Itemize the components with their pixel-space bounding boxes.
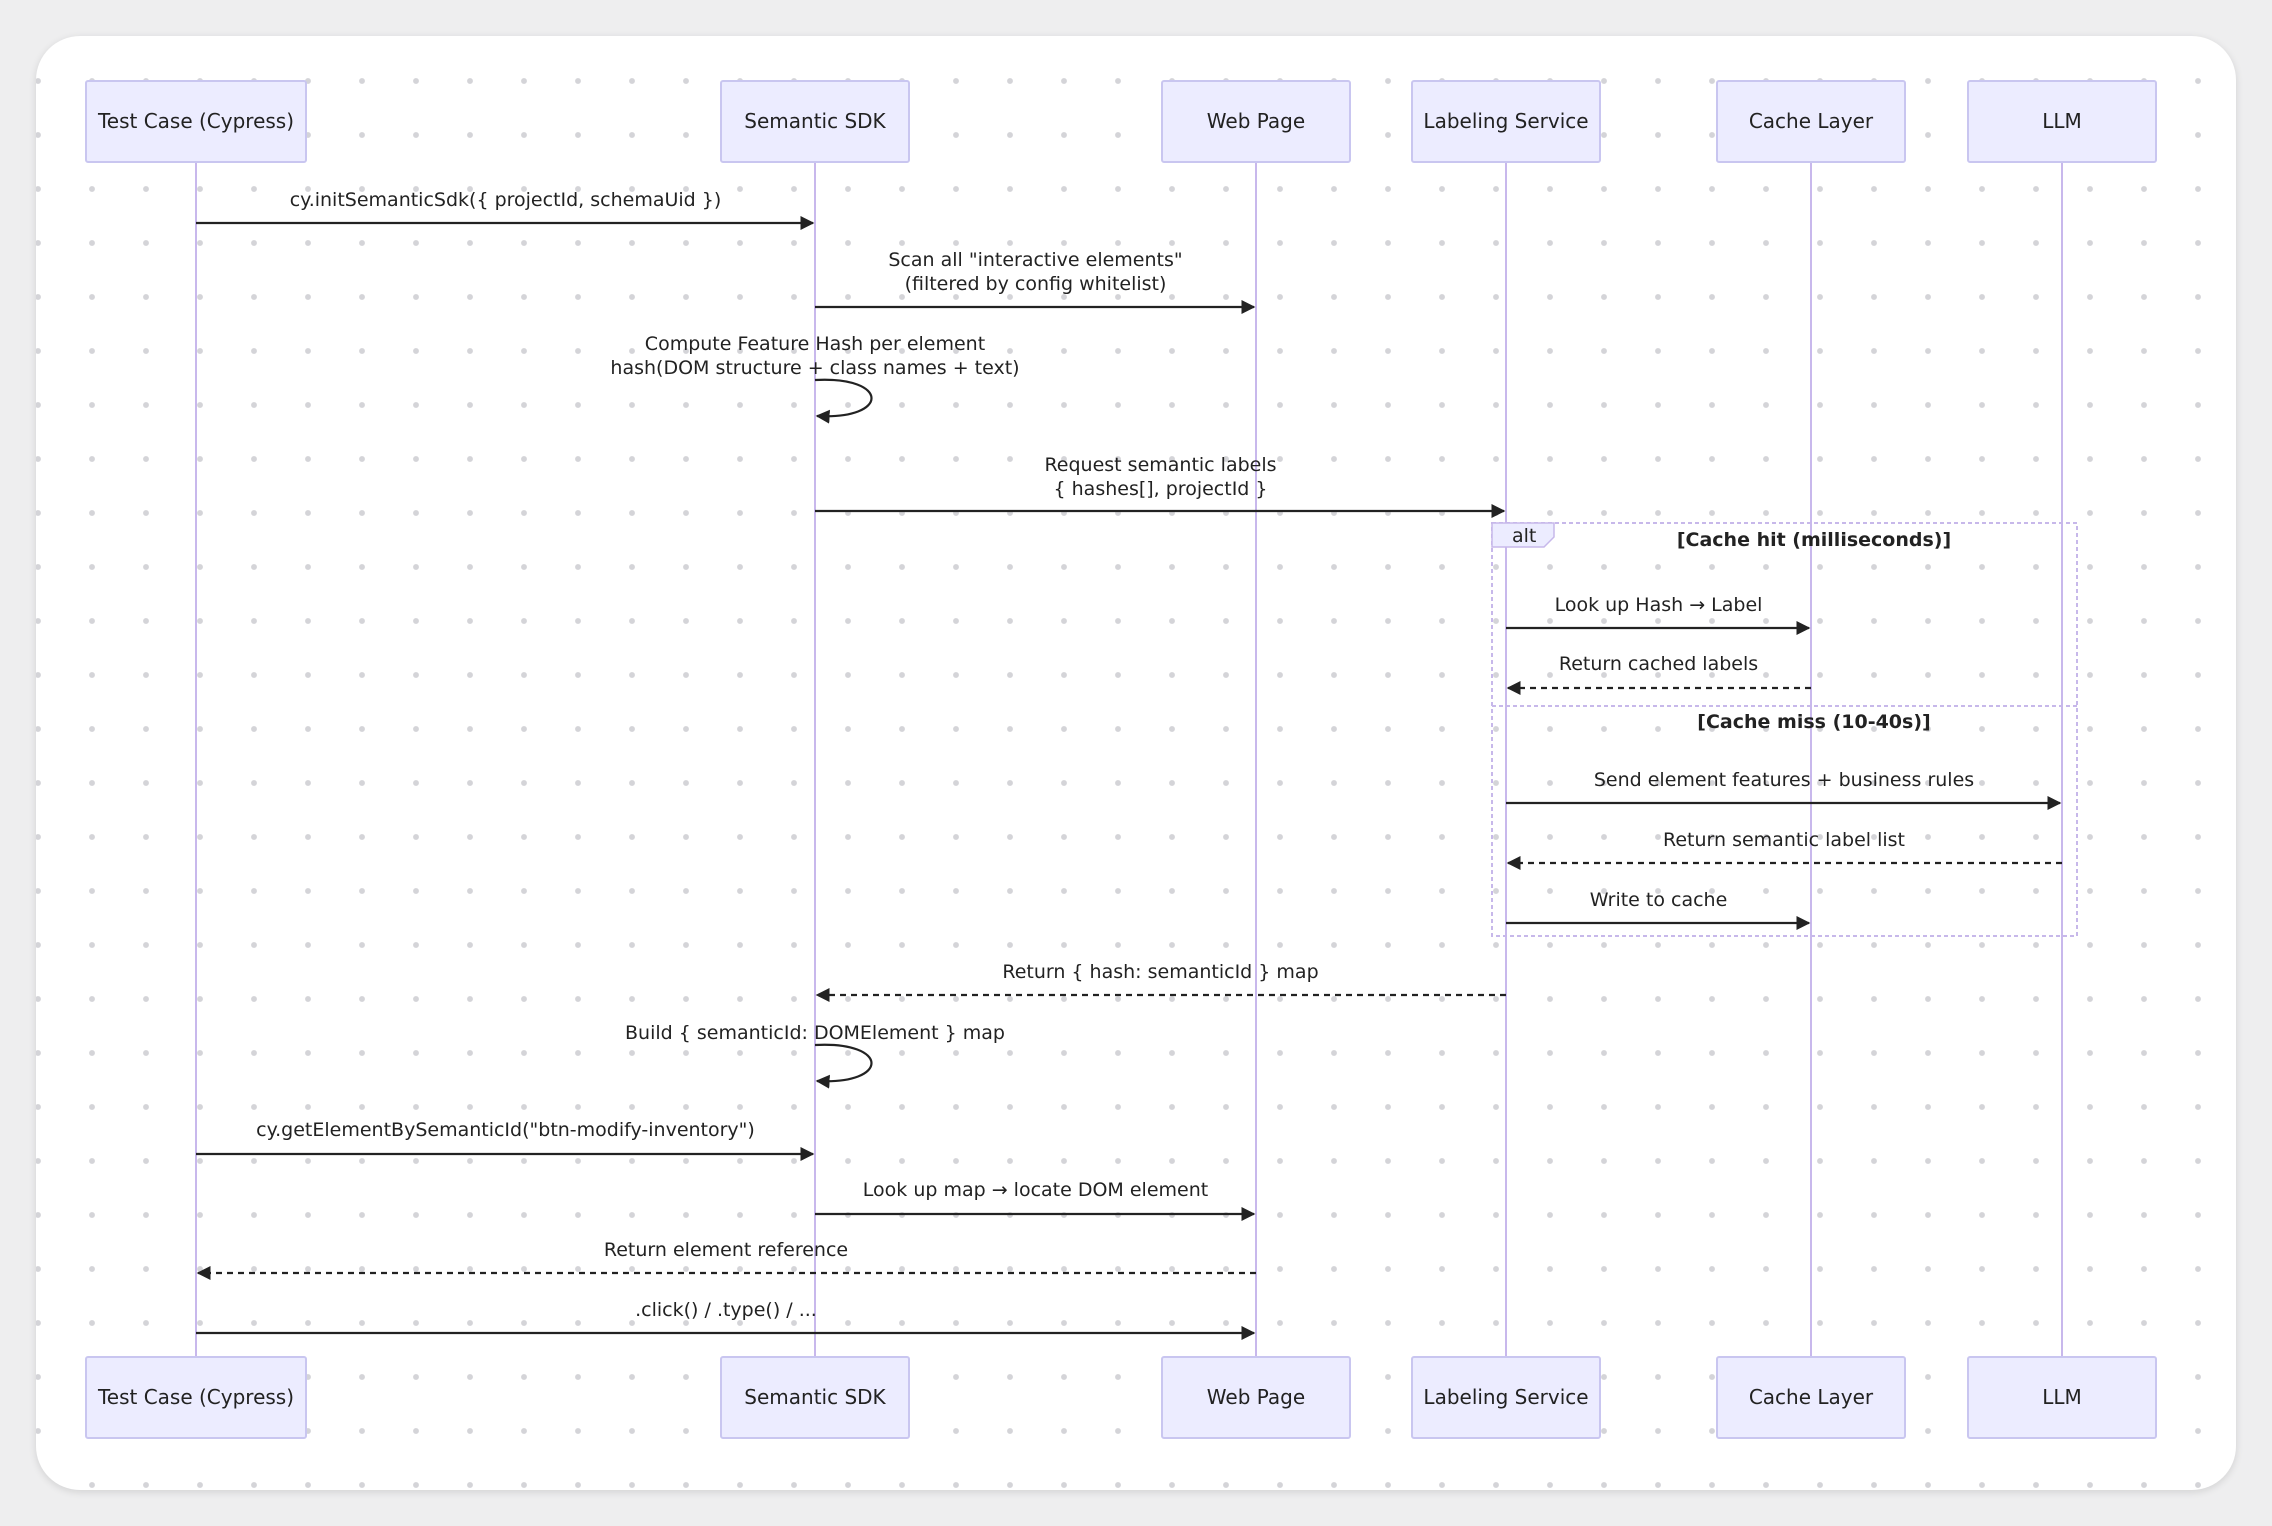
message-14: Return element reference — [196, 1239, 1256, 1280]
actor-box — [1716, 80, 1906, 163]
messages: cy.initSemanticSdk({ projectId, schemaUi… — [196, 189, 2062, 1340]
alt-condition-1: [Cache miss (10-40s)] — [1697, 711, 1930, 733]
alt-frame-border — [1491, 522, 2078, 937]
actor-box — [1967, 1356, 2157, 1439]
message-label: Request semantic labels — [1044, 454, 1276, 476]
actor-sdk-bottom: Semantic SDK — [720, 1356, 910, 1439]
actor-label: Labeling Service — [1423, 109, 1588, 133]
message-label: { hashes[], projectId } — [1054, 478, 1268, 500]
message-label: Return cached labels — [1559, 653, 1758, 675]
message-11: Build { semanticId: DOMElement } map — [625, 1022, 1005, 1089]
actor-box — [720, 1356, 910, 1439]
actor-box — [1716, 1356, 1906, 1439]
actor-label-bottom: Labeling Service — [1411, 1356, 1601, 1439]
message-6: Return cached labels — [1506, 653, 1811, 695]
actor-label: Semantic SDK — [744, 1385, 886, 1409]
message-label: cy.initSemanticSdk({ projectId, schemaUi… — [290, 189, 722, 211]
actor-llm-bottom: LLM — [1967, 1356, 2157, 1439]
message-label: cy.getElementBySemanticId("btn-modify-in… — [256, 1119, 755, 1141]
actor-box — [1967, 80, 2157, 163]
actor-box — [1411, 80, 1601, 163]
actor-sdk-top: Semantic SDK — [720, 80, 910, 163]
message-label: Write to cache — [1590, 889, 1728, 911]
message-7: Send element features + business rules — [1506, 769, 2062, 810]
actor-box — [720, 80, 910, 163]
actor-test-bottom: Test Case (Cypress) — [85, 1356, 307, 1439]
message-label: Build { semanticId: DOMElement } map — [625, 1022, 1005, 1044]
actors: Test Case (Cypress) Test Case (Cypress) Se… — [85, 80, 2157, 1439]
actor-box — [85, 1356, 307, 1439]
actor-llm-top: LLM — [1967, 80, 2157, 163]
message-1: cy.initSemanticSdk({ projectId, schemaUi… — [196, 189, 815, 230]
message-label: Return { hash: semanticId } map — [1002, 961, 1318, 983]
actor-box — [85, 80, 307, 163]
actor-box — [1161, 80, 1351, 163]
self-arrow — [814, 1043, 873, 1089]
actor-label: Test Case (Cypress) — [97, 1385, 294, 1409]
actor-label: Cache Layer — [1749, 109, 1874, 133]
lifelines — [195, 162, 2063, 1357]
message-label: .click() / .type() / ... — [635, 1299, 817, 1321]
actor-label: Web Page — [1207, 109, 1305, 133]
alt-condition-0: [Cache hit (milliseconds)] — [1677, 529, 1951, 551]
message-9: Write to cache — [1506, 889, 1811, 930]
actor-web-bottom: Web Page — [1161, 1356, 1351, 1439]
actor-cache-top: Cache Layer — [1716, 80, 1906, 163]
message-label: (filtered by config whitelist) — [905, 273, 1167, 295]
message-label: hash(DOM structure + class names + text) — [610, 357, 1019, 379]
sequence-diagram: alt [Cache hit (milliseconds)] [Cache miss… — [85, 80, 2157, 1439]
message-5: Look up Hash → Label — [1506, 594, 1811, 635]
message-label: Look up map → locate DOM element — [863, 1179, 1208, 1201]
alt-frame-label: alt — [1512, 525, 1536, 547]
actor-web-top: Web Page — [1161, 80, 1351, 163]
message-10: Return { hash: semanticId } map — [815, 961, 1506, 1002]
message-label: Return element reference — [604, 1239, 848, 1261]
self-arrow — [814, 378, 873, 424]
actor-label: Semantic SDK — [744, 109, 886, 133]
message-3: Compute Feature Hash per elementhash(DOM… — [610, 333, 1020, 424]
message-label: Return semantic label list — [1663, 829, 1905, 851]
alt-frame: alt [Cache hit (milliseconds)] [Cache miss… — [1491, 522, 2078, 937]
message-4: Request semantic labels{ hashes[], proje… — [815, 454, 1506, 518]
message-label: Compute Feature Hash per element — [645, 333, 985, 355]
actor-label-top: Labeling Service — [1411, 80, 1601, 163]
actor-label: Cache Layer — [1749, 1385, 1874, 1409]
message-12: cy.getElementBySemanticId("btn-modify-in… — [196, 1119, 815, 1161]
message-13: Look up map → locate DOM element — [815, 1179, 1256, 1221]
message-8: Return semantic label list — [1506, 829, 2062, 870]
actor-label: LLM — [2042, 109, 2082, 133]
message-15: .click() / .type() / ... — [196, 1299, 1256, 1340]
actor-label: Web Page — [1207, 1385, 1305, 1409]
alt-frame-tag — [1491, 522, 1555, 548]
actor-label: LLM — [2042, 1385, 2082, 1409]
actor-cache-bottom: Cache Layer — [1716, 1356, 1906, 1439]
actor-label: Test Case (Cypress) — [97, 109, 294, 133]
actor-test-top: Test Case (Cypress) — [85, 80, 307, 163]
diagram-canvas: alt [Cache hit (milliseconds)] [Cache miss… — [36, 36, 2236, 1490]
message-label: Look up Hash → Label — [1555, 594, 1763, 616]
message-label: Scan all "interactive elements" — [888, 249, 1182, 271]
message-2: Scan all "interactive elements"(filtered… — [815, 249, 1256, 314]
message-label: Send element features + business rules — [1594, 769, 1974, 791]
actor-box — [1411, 1356, 1601, 1439]
actor-label: Labeling Service — [1423, 1385, 1588, 1409]
actor-box — [1161, 1356, 1351, 1439]
